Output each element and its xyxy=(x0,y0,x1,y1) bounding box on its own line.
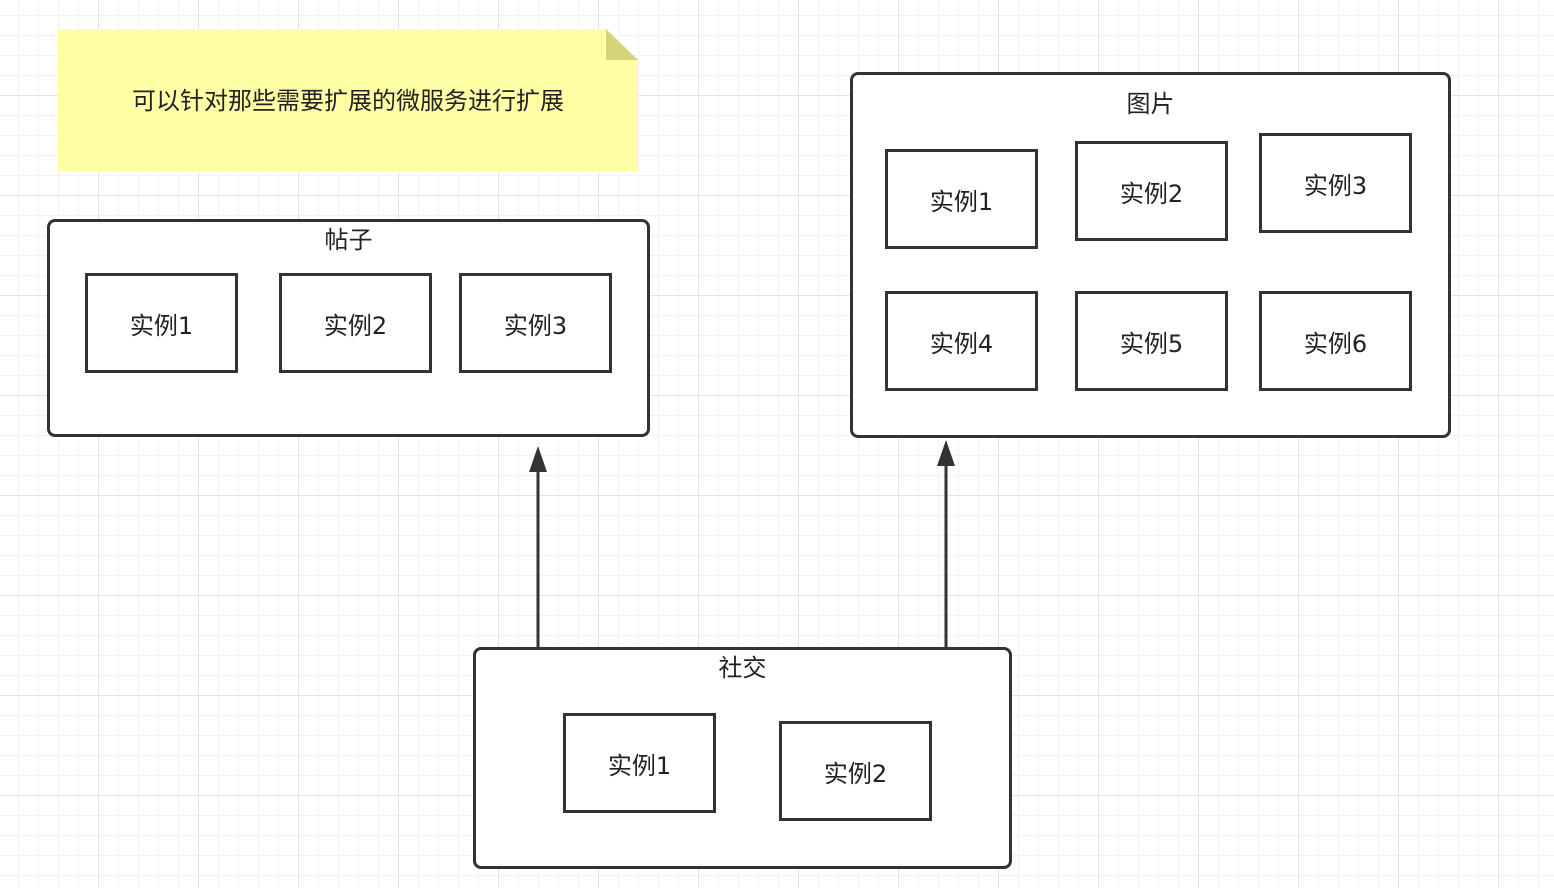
posts-instance-1[interactable]: 实例1 xyxy=(85,273,238,373)
images-instance-2[interactable]: 实例2 xyxy=(1075,141,1228,241)
images-service-title: 图片 xyxy=(1126,90,1175,118)
posts-instance-2[interactable]: 实例2 xyxy=(279,273,432,373)
sticky-note[interactable] xyxy=(58,29,638,171)
images-instance-3[interactable]: 实例3 xyxy=(1259,133,1412,233)
posts-instance-3[interactable]: 实例3 xyxy=(459,273,612,373)
images-instance-4[interactable]: 实例4 xyxy=(885,291,1038,391)
sticky-note-text: 可以针对那些需要扩展的微服务进行扩展 xyxy=(132,87,564,115)
posts-service-container[interactable]: 帖子 实例1 实例2 实例3 xyxy=(47,219,650,437)
images-service-container[interactable]: 图片 实例1 实例2 实例3 实例4 实例5 实例6 xyxy=(850,72,1451,438)
social-instance-2[interactable]: 实例2 xyxy=(779,721,932,821)
images-instance-6[interactable]: 实例6 xyxy=(1259,291,1412,391)
arrow-social-to-images-head xyxy=(937,440,955,466)
social-service-container[interactable]: 社交 实例1 实例2 xyxy=(473,647,1012,869)
arrow-social-to-posts-head xyxy=(529,446,547,472)
posts-service-title: 帖子 xyxy=(324,226,373,254)
social-instance-1[interactable]: 实例1 xyxy=(563,713,716,813)
social-service-title: 社交 xyxy=(718,654,767,682)
images-instance-1[interactable]: 实例1 xyxy=(885,149,1038,249)
images-instance-5[interactable]: 实例5 xyxy=(1075,291,1228,391)
